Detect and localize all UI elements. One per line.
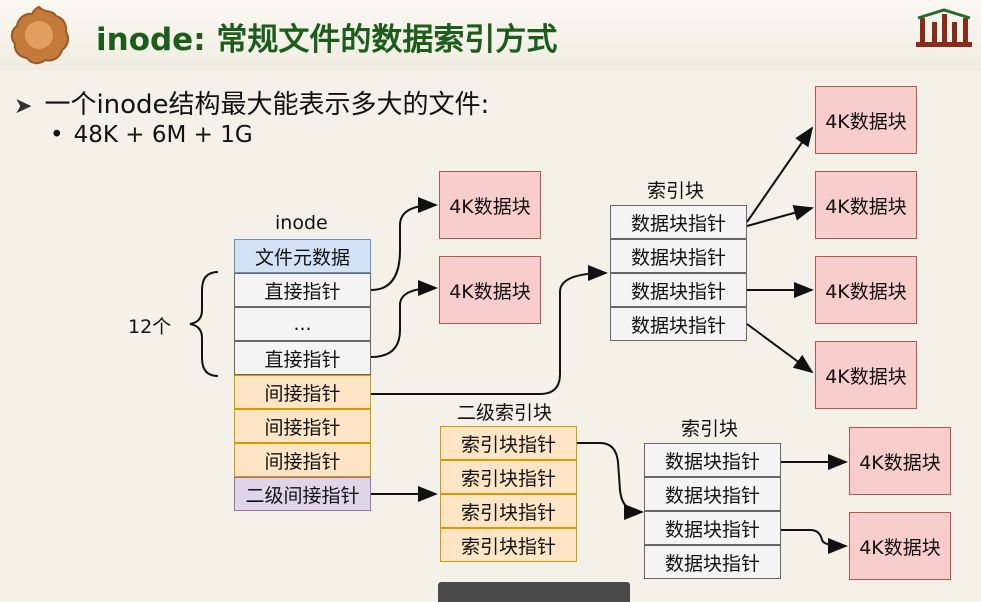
inode-cell-direct: 直接指针: [234, 273, 371, 307]
data-block: 4K数据块: [815, 171, 917, 239]
inode-cell-ellipsis: ...: [234, 307, 371, 341]
arrow-index1-d: [746, 323, 814, 374]
data-block: 4K数据块: [439, 256, 541, 324]
index-block-2-cell: 数据块指针: [644, 477, 781, 511]
data-block: 4K数据块: [849, 427, 951, 495]
data-block: 4K数据块: [815, 256, 917, 324]
arrow-index1-a: [746, 126, 814, 223]
data-block: 4K数据块: [815, 341, 917, 409]
university-logo-icon: [10, 5, 70, 65]
data-block: 4K数据块: [815, 86, 917, 154]
inode-cell-indirect: 间接指针: [234, 409, 371, 443]
sub-bullet-text: 48K + 6M + 1G: [73, 122, 253, 148]
data-block: 4K数据块: [439, 171, 541, 239]
inode-cell-direct: 直接指针: [234, 341, 371, 375]
index-block-1-cell: 数据块指针: [610, 273, 747, 307]
presentation-toolbar[interactable]: [438, 582, 630, 602]
index-block-2-cell: 数据块指针: [644, 511, 781, 545]
double-index-cell: 索引块指针: [440, 460, 577, 494]
index-block-1-cell: 数据块指针: [610, 205, 747, 239]
building-logo-icon: [916, 8, 972, 47]
inode-cell-indirect: 间接指针: [234, 375, 371, 409]
index-block-2-cell: 数据块指针: [644, 443, 781, 477]
arrow-double-to-index2: [577, 442, 644, 520]
index-block-1-cell: 数据块指针: [610, 239, 747, 273]
inode-cell-double-indirect: 二级间接指针: [234, 477, 371, 511]
inode-label: inode: [275, 212, 328, 234]
index-block-2-cell: 数据块指针: [644, 545, 781, 579]
arrow-index1-b: [746, 205, 814, 227]
arrow-direct-1: [370, 197, 438, 291]
dot-bullet-icon: •: [50, 122, 64, 148]
arrow-index2-b: [780, 529, 848, 554]
index-block-2-label: 索引块: [681, 418, 739, 440]
inode-cell-metadata: 文件元数据: [234, 239, 371, 273]
double-index-cell: 索引块指针: [440, 528, 577, 562]
data-block: 4K数据块: [849, 512, 951, 580]
arrow-bullet-icon: ➤: [14, 94, 33, 119]
inode-cell-indirect: 间接指针: [234, 443, 371, 477]
main-bullet-text: 一个inode结构最大能表示多大的文件:: [44, 90, 490, 120]
main-bullet: ➤ 一个inode结构最大能表示多大的文件:: [14, 84, 489, 121]
title-bar: inode: 常规文件的数据索引方式: [0, 0, 981, 70]
page-title: inode: 常规文件的数据索引方式: [96, 22, 558, 58]
brace-label: 12个: [128, 316, 172, 338]
double-index-cell: 索引块指针: [440, 426, 577, 460]
double-index-cell: 索引块指针: [440, 494, 577, 528]
double-index-label: 二级索引块: [457, 402, 553, 424]
index-block-1-cell: 数据块指针: [610, 307, 747, 341]
arrow-indirect: [371, 265, 608, 395]
brace-shape: [189, 271, 219, 377]
sub-bullet: • 48K + 6M + 1G: [50, 122, 253, 148]
arrow-direct-2: [370, 280, 438, 358]
index-block-1-label: 索引块: [647, 180, 705, 202]
